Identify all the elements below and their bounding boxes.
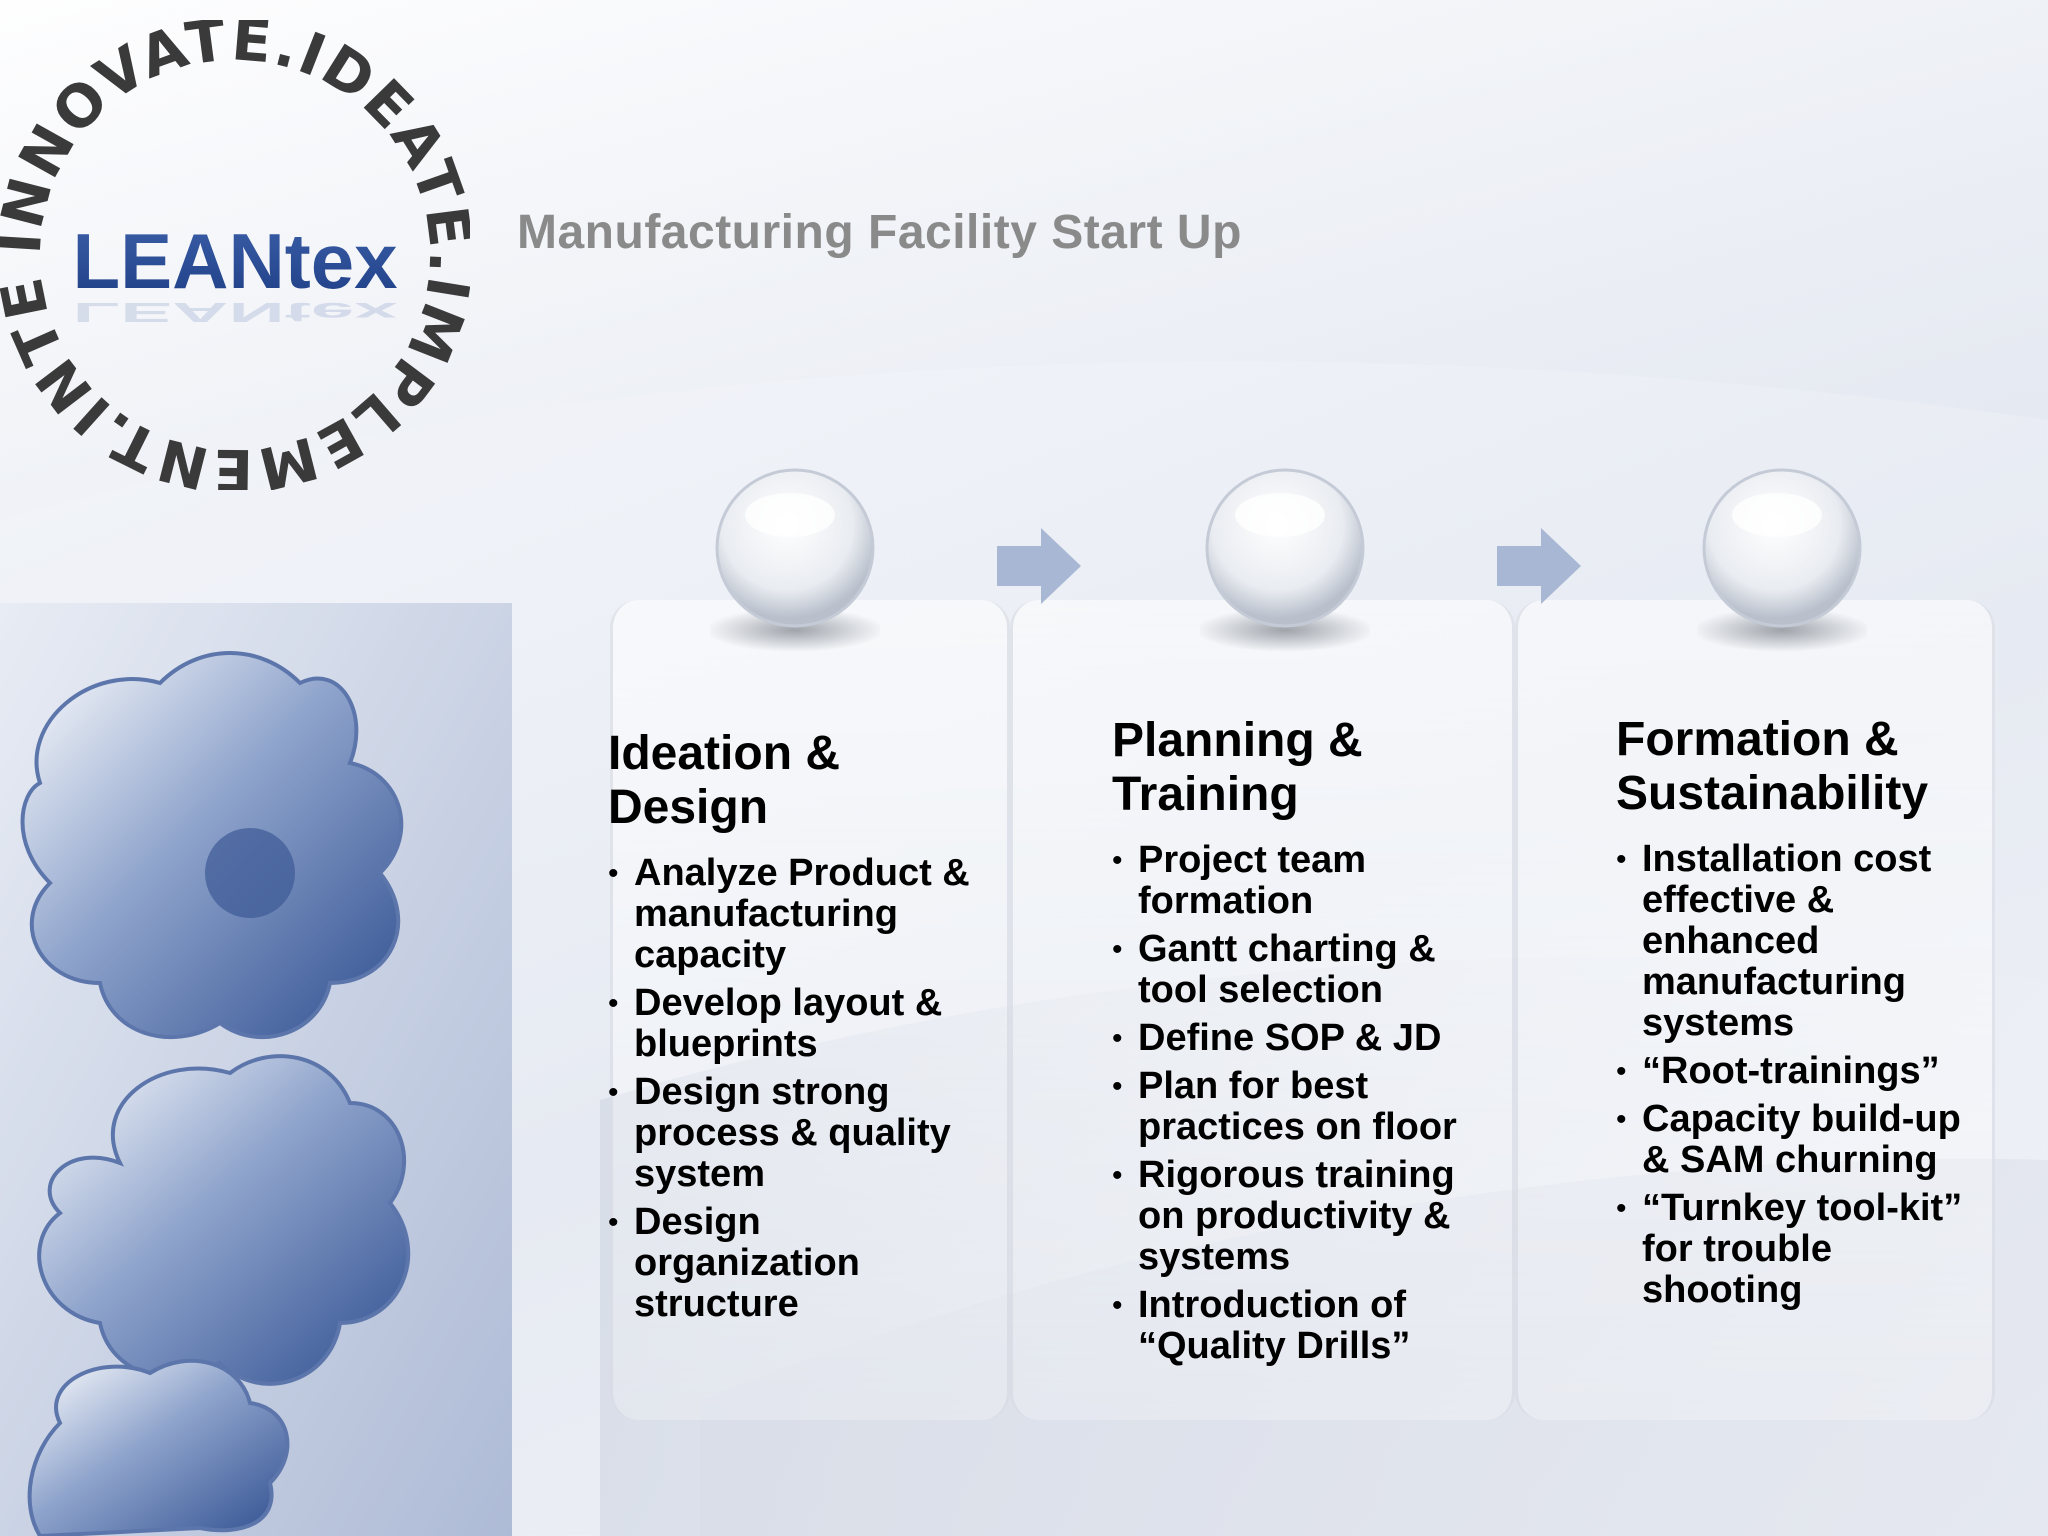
column-formation-sustainability: Formation & Sustainability Installation … [1616,713,1976,1318]
list-item: Introduction of “Quality Drills” [1112,1285,1507,1367]
svg-text:LEANtex: LEANtex [72,217,397,305]
glass-orb-icon [1692,460,1872,660]
glass-orb-icon [1195,460,1375,660]
heading-line-1: Formation & [1616,713,1899,766]
bullet-list: Analyze Product & manufacturing capacity… [608,853,988,1325]
heading-line-1: Ideation & [608,727,841,780]
svg-text:LEANtex: LEANtex [72,297,398,327]
list-item: Define SOP & JD [1112,1018,1507,1060]
list-item: Project team formation [1112,840,1507,922]
leantex-logo: INNOVATE.IDEATE.IMPLEMENT.INTEGRATE. LEA… [0,0,483,504]
heading-line-2: Sustainability [1616,767,1929,820]
column-ideation-design: Ideation & Design Analyze Product & manu… [608,727,988,1332]
column-heading: Formation & Sustainability [1616,713,1976,821]
list-item: Gantt charting & tool selection [1112,929,1507,1011]
heading-line-2: Design [608,781,769,834]
heading-line-2: Training [1112,768,1299,821]
page-title: Manufacturing Facility Start Up [517,206,1242,259]
list-item: Plan for best practices on floor [1112,1066,1507,1148]
list-item: Design organization structure [608,1202,988,1325]
bullet-list: Installation cost effective & enhanced m… [1616,839,1976,1311]
list-item: Develop layout & blueprints [608,983,988,1065]
list-item: Capacity build-up & SAM churning [1616,1099,1976,1181]
list-item: Design strong process & quality system [608,1072,988,1195]
column-planning-training: Planning & Training Project team formati… [1112,714,1507,1374]
bullet-list: Project team formation Gantt charting & … [1112,840,1507,1367]
list-item: “Root-trainings” [1616,1051,1976,1093]
list-item: Rigorous training on productivity & syst… [1112,1155,1507,1278]
list-item: Installation cost effective & enhanced m… [1616,839,1976,1044]
heading-line-1: Planning & [1112,714,1363,767]
list-item: Analyze Product & manufacturing capacity [608,853,988,976]
column-heading: Planning & Training [1112,714,1507,822]
column-heading: Ideation & Design [608,727,988,835]
puzzle-pieces-image [0,603,512,1536]
logo-seal: INNOVATE.IDEATE.IMPLEMENT.INTEGRATE. LEA… [0,0,483,504]
glass-orb-icon [705,460,885,660]
right-arrow-icon [997,528,1081,604]
right-arrow-icon [1497,528,1581,604]
list-item: “Turnkey tool-kit” for trouble shooting [1616,1188,1976,1311]
